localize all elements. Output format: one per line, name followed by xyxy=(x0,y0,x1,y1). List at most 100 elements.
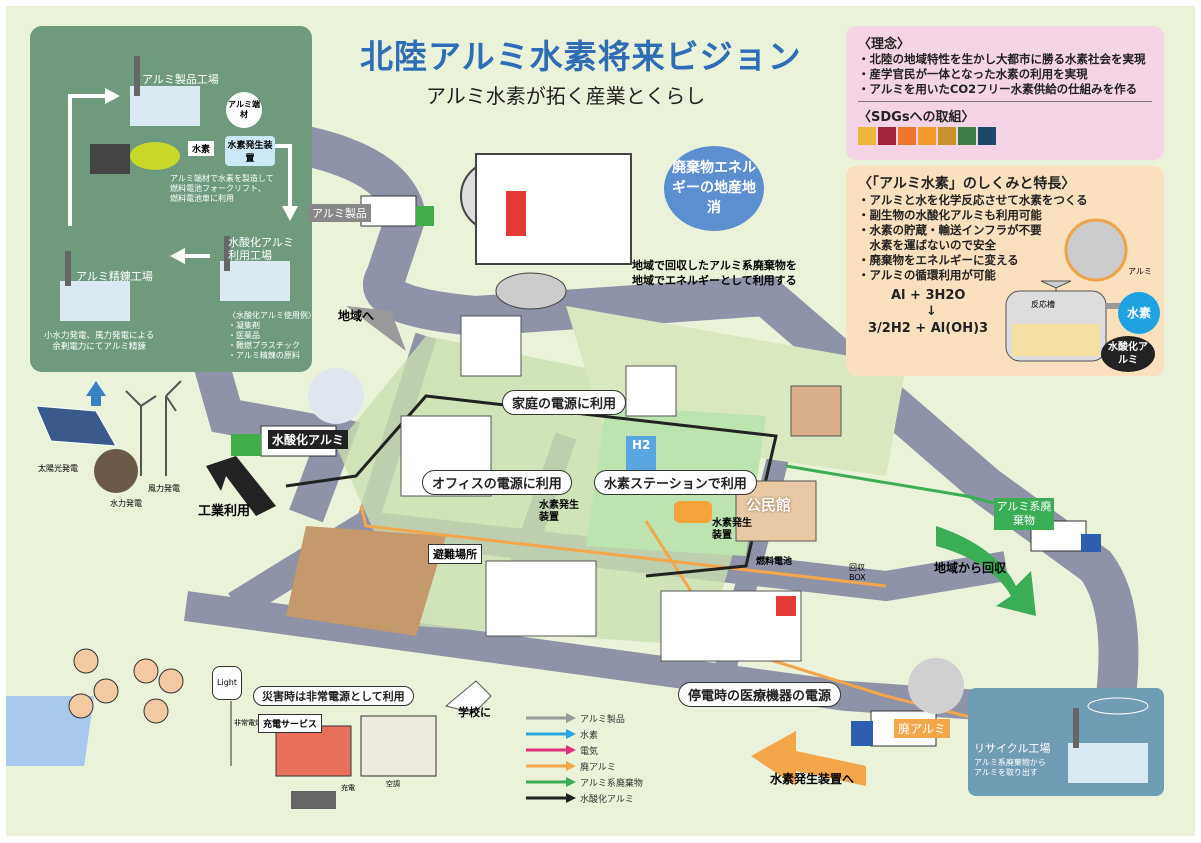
forklift-note: アルミ端材で水素を製造して燃料電池フォークリフト、燃料電池車に利用 xyxy=(170,174,274,203)
to-school-arrow xyxy=(444,680,492,712)
legend-item: 水酸化アルミ xyxy=(526,790,643,806)
legend-arrow-icon xyxy=(526,713,576,723)
forklift-icon xyxy=(90,144,130,174)
infographic-canvas: アルミ製品工場 アルミ端材 水素発生装置 水素 アルミ端材で水素を製造して燃料電… xyxy=(6,6,1195,836)
up-arrow-icon xyxy=(86,381,106,406)
to-region-label: 地域へ xyxy=(338,309,375,323)
h2-station-sign: H2 xyxy=(632,438,651,452)
legend-arrow-icon xyxy=(526,729,576,739)
factory-products-label: アルミ製品工場 xyxy=(142,73,219,86)
recycle-label: リサイクル工場 xyxy=(974,742,1051,755)
aluminum-image xyxy=(1064,218,1128,282)
local-energy-circle: 廃棄物エネルギーの地産地消 xyxy=(664,146,764,231)
main-road xyxy=(301,126,1139,699)
sdg-icons xyxy=(858,127,1152,149)
sdg-icon xyxy=(878,127,896,145)
school-building xyxy=(485,560,597,637)
factory-icon xyxy=(60,86,290,321)
sdg-icon xyxy=(978,127,996,145)
philosophy-item: ・北陸の地域特性を生かし大都市に勝る水素社会を実現 xyxy=(858,52,1146,66)
sdg-icon xyxy=(898,127,916,145)
disaster-rubble xyxy=(286,526,446,636)
charge-label: 充電 xyxy=(341,784,355,792)
office-power-label: オフィスの電源に利用 xyxy=(422,470,572,495)
charge-service-label: 充電サービス xyxy=(258,714,323,733)
aircon-label: 空調 xyxy=(386,780,400,788)
community-hall-label: 公民館 xyxy=(746,496,792,514)
local-energy-note: 地域で回収したアルミ系廃棄物を地域でエネルギーとして利用する xyxy=(632,259,797,287)
mechanism-item: ・廃棄物をエネルギーに変える xyxy=(858,253,1019,267)
legend-item: アルミ製品 xyxy=(526,710,643,726)
legend-item: 電気 xyxy=(526,742,643,758)
hydroxide-powder-image xyxy=(308,368,364,424)
reactor-label: 反応槽 xyxy=(1031,300,1055,309)
mechanism-panel: 〈「アルミ水素」のしくみと特長〉 ・アルミと水を化学反応させて水素をつくる ・副… xyxy=(846,166,1164,376)
legend-item: 廃アルミ xyxy=(526,758,643,774)
page-subtitle: アルミ水素が拓く産業とくらし xyxy=(426,84,706,108)
hydro-label: 水力発電 xyxy=(110,499,142,508)
truck-hydroxide-label: 水酸化アルミ xyxy=(268,430,348,449)
equation-bottom: 3/2H2 + Al(OH)3 xyxy=(868,321,989,336)
mechanism-item: 水素を運ばないので安全 xyxy=(858,238,996,252)
collect-label: 地域から回収 xyxy=(934,561,1007,575)
to-school-label: 学校に xyxy=(458,706,491,719)
divider xyxy=(858,101,1152,102)
emergency-power-label: 災害時は非常電源として利用 xyxy=(253,686,414,706)
evacuees-icon xyxy=(68,648,184,724)
to-generator-arrow xyxy=(751,731,866,786)
legend-arrow-icon xyxy=(526,777,576,787)
sdg-icon xyxy=(858,127,876,145)
legend-item: アルミ系廃棄物 xyxy=(526,774,643,790)
solar-label: 太陽光発電 xyxy=(38,464,78,473)
chimney-icon xyxy=(65,56,230,286)
reactor-diagram xyxy=(1005,218,1139,362)
waste-label: アルミ系廃棄物 xyxy=(994,498,1054,530)
to-generator-label: 水素発生装置へ xyxy=(770,772,855,786)
waterwheel-icon xyxy=(94,449,138,493)
philosophy-item: ・産学官民が一体となった水素の利用を実現 xyxy=(858,67,1088,81)
industrial-cycle-panel: アルミ製品工場 アルミ端材 水素発生装置 水素 アルミ端材で水素を製造して燃料電… xyxy=(30,26,316,372)
emergency-light-label: 非常電灯 xyxy=(234,719,262,727)
legend-arrow-icon xyxy=(526,761,576,771)
legend-label: アルミ系廃棄物 xyxy=(580,778,643,789)
equation-arrow: ↓ xyxy=(926,304,937,319)
blue-tarp xyxy=(6,696,95,766)
waste-route xyxy=(785,464,1007,508)
collection-box-label: 回収BOX xyxy=(849,563,866,582)
mechanism-item: ・副生物の水酸化アルミも利用可能 xyxy=(858,208,1042,222)
recycle-note: アルミ系廃棄物からアルミを取り出す xyxy=(974,758,1046,777)
industrial-arrow xyxy=(206,456,276,516)
road-map xyxy=(6,126,1139,809)
shelter-sign: 避難場所 xyxy=(428,544,482,564)
tablet-icon xyxy=(291,791,336,809)
hospital-cross-icon xyxy=(776,596,796,616)
legend-label: 電気 xyxy=(580,746,599,757)
sdg-icon xyxy=(938,127,956,145)
sdgs-heading: 〈SDGsへの取組〉 xyxy=(858,110,975,125)
solar-panel-icon xyxy=(35,405,117,447)
industrial-use-label: 工業利用 xyxy=(198,504,251,519)
scrap-bubble: アルミ端材 xyxy=(226,92,262,128)
philosophy-heading: 〈理念〉 xyxy=(858,37,911,52)
cycle-arrows xyxy=(60,56,298,321)
wind-turbine-icon xyxy=(125,380,182,476)
h2-sign-icon xyxy=(626,436,656,471)
legend-label: 水酸化アルミ xyxy=(580,794,634,805)
window-frame-icon xyxy=(475,153,632,265)
equation-top: Al + 3H2O xyxy=(891,288,966,303)
hydroxide-route xyxy=(285,394,778,578)
truck-products-label: アルミ製品 xyxy=(308,204,371,222)
fuel-cell-car-icon xyxy=(674,501,712,523)
hydroxide-uses: 〈水酸化アルミ使用例〉・凝集剤・医薬品・難燃プラスチック・アルミ精錬の原料 xyxy=(228,311,316,360)
battery-unit-icon xyxy=(275,725,352,777)
legend-label: 水素 xyxy=(580,730,599,741)
smelter-label: アルミ精錬工場 xyxy=(76,270,153,283)
home-power-label: 家庭の電源に利用 xyxy=(502,390,627,415)
smelter-note: 小水力発電、風力発電による余剰電力にてアルミ精錬 xyxy=(44,331,155,352)
house xyxy=(625,365,677,417)
scrap-aluminum-image xyxy=(908,658,964,714)
recycle-factory-icon xyxy=(1068,697,1149,783)
house xyxy=(790,385,842,437)
hydrogen-arrow-label: 水素 xyxy=(188,141,215,156)
generator-label-2: 水素発生装置 xyxy=(712,518,752,541)
